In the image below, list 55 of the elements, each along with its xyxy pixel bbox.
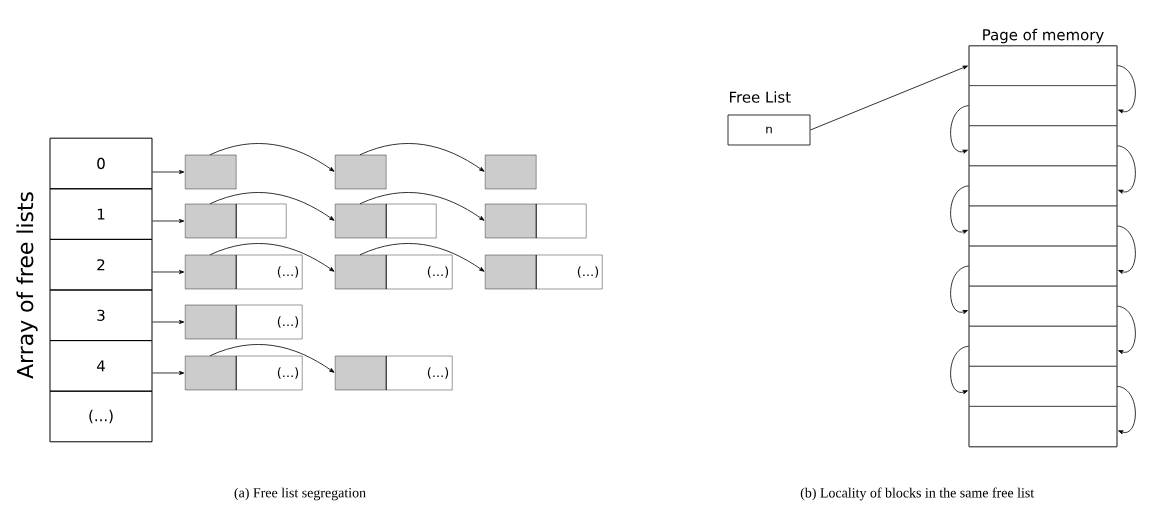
memory-page: Page of memory [968, 28, 1118, 448]
page-slot [968, 245, 1118, 287]
memory-block: (...) [335, 355, 453, 391]
page-slot [968, 406, 1118, 447]
arrow [359, 243, 485, 272]
rotated-label: Array of free lists [16, 192, 38, 379]
arrow [152, 219, 185, 223]
page-slot [968, 365, 1118, 407]
memory-block [335, 203, 437, 239]
arrow [1117, 65, 1136, 114]
caption: (a) Free list segregation [234, 487, 366, 501]
arrow [1117, 305, 1136, 355]
memory-block: (...) [185, 355, 303, 391]
array-cell: 1 [49, 188, 153, 240]
memory-block [485, 154, 537, 190]
arrow [1117, 225, 1136, 274]
array-cell: 2 [49, 238, 153, 291]
arrow [950, 105, 969, 154]
arrow [209, 344, 335, 373]
arrow [152, 170, 185, 174]
array-cell: (...) [49, 390, 153, 443]
arrow [209, 243, 335, 272]
memory-block [185, 154, 237, 190]
array-cell: 4 [49, 340, 153, 392]
arrow [1117, 145, 1136, 194]
memory-block [335, 154, 387, 190]
node-label: Free List [729, 91, 791, 103]
node-label: Page of memory [983, 28, 1104, 44]
pointer-box: Free List n [727, 91, 811, 146]
page-slot [968, 125, 1118, 167]
page-slot [968, 165, 1118, 207]
page-slot [968, 325, 1118, 367]
memory-block: (...) [485, 254, 603, 290]
page-slot [968, 205, 1118, 247]
arrow [1117, 385, 1136, 435]
arrow [810, 65, 968, 131]
page-slot [968, 85, 1118, 127]
arrow [950, 345, 969, 395]
page-slot [968, 285, 1118, 327]
arrow [950, 265, 969, 314]
arrow [359, 143, 485, 172]
memory-block [185, 203, 287, 239]
memory-block: (...) [185, 304, 303, 340]
memory-block: (...) [185, 254, 303, 290]
memory-block [485, 203, 587, 239]
page-slot [968, 45, 1118, 86]
caption: (b) Locality of blocks in the same free list [800, 487, 1035, 501]
arrow [209, 143, 335, 172]
arrow [152, 270, 185, 274]
array-cell: 0 [49, 137, 153, 190]
arrow [152, 320, 185, 324]
memory-block: (...) [335, 254, 453, 290]
arrow [950, 185, 969, 234]
array-cell: 3 [49, 289, 153, 342]
arrow [152, 370, 185, 375]
